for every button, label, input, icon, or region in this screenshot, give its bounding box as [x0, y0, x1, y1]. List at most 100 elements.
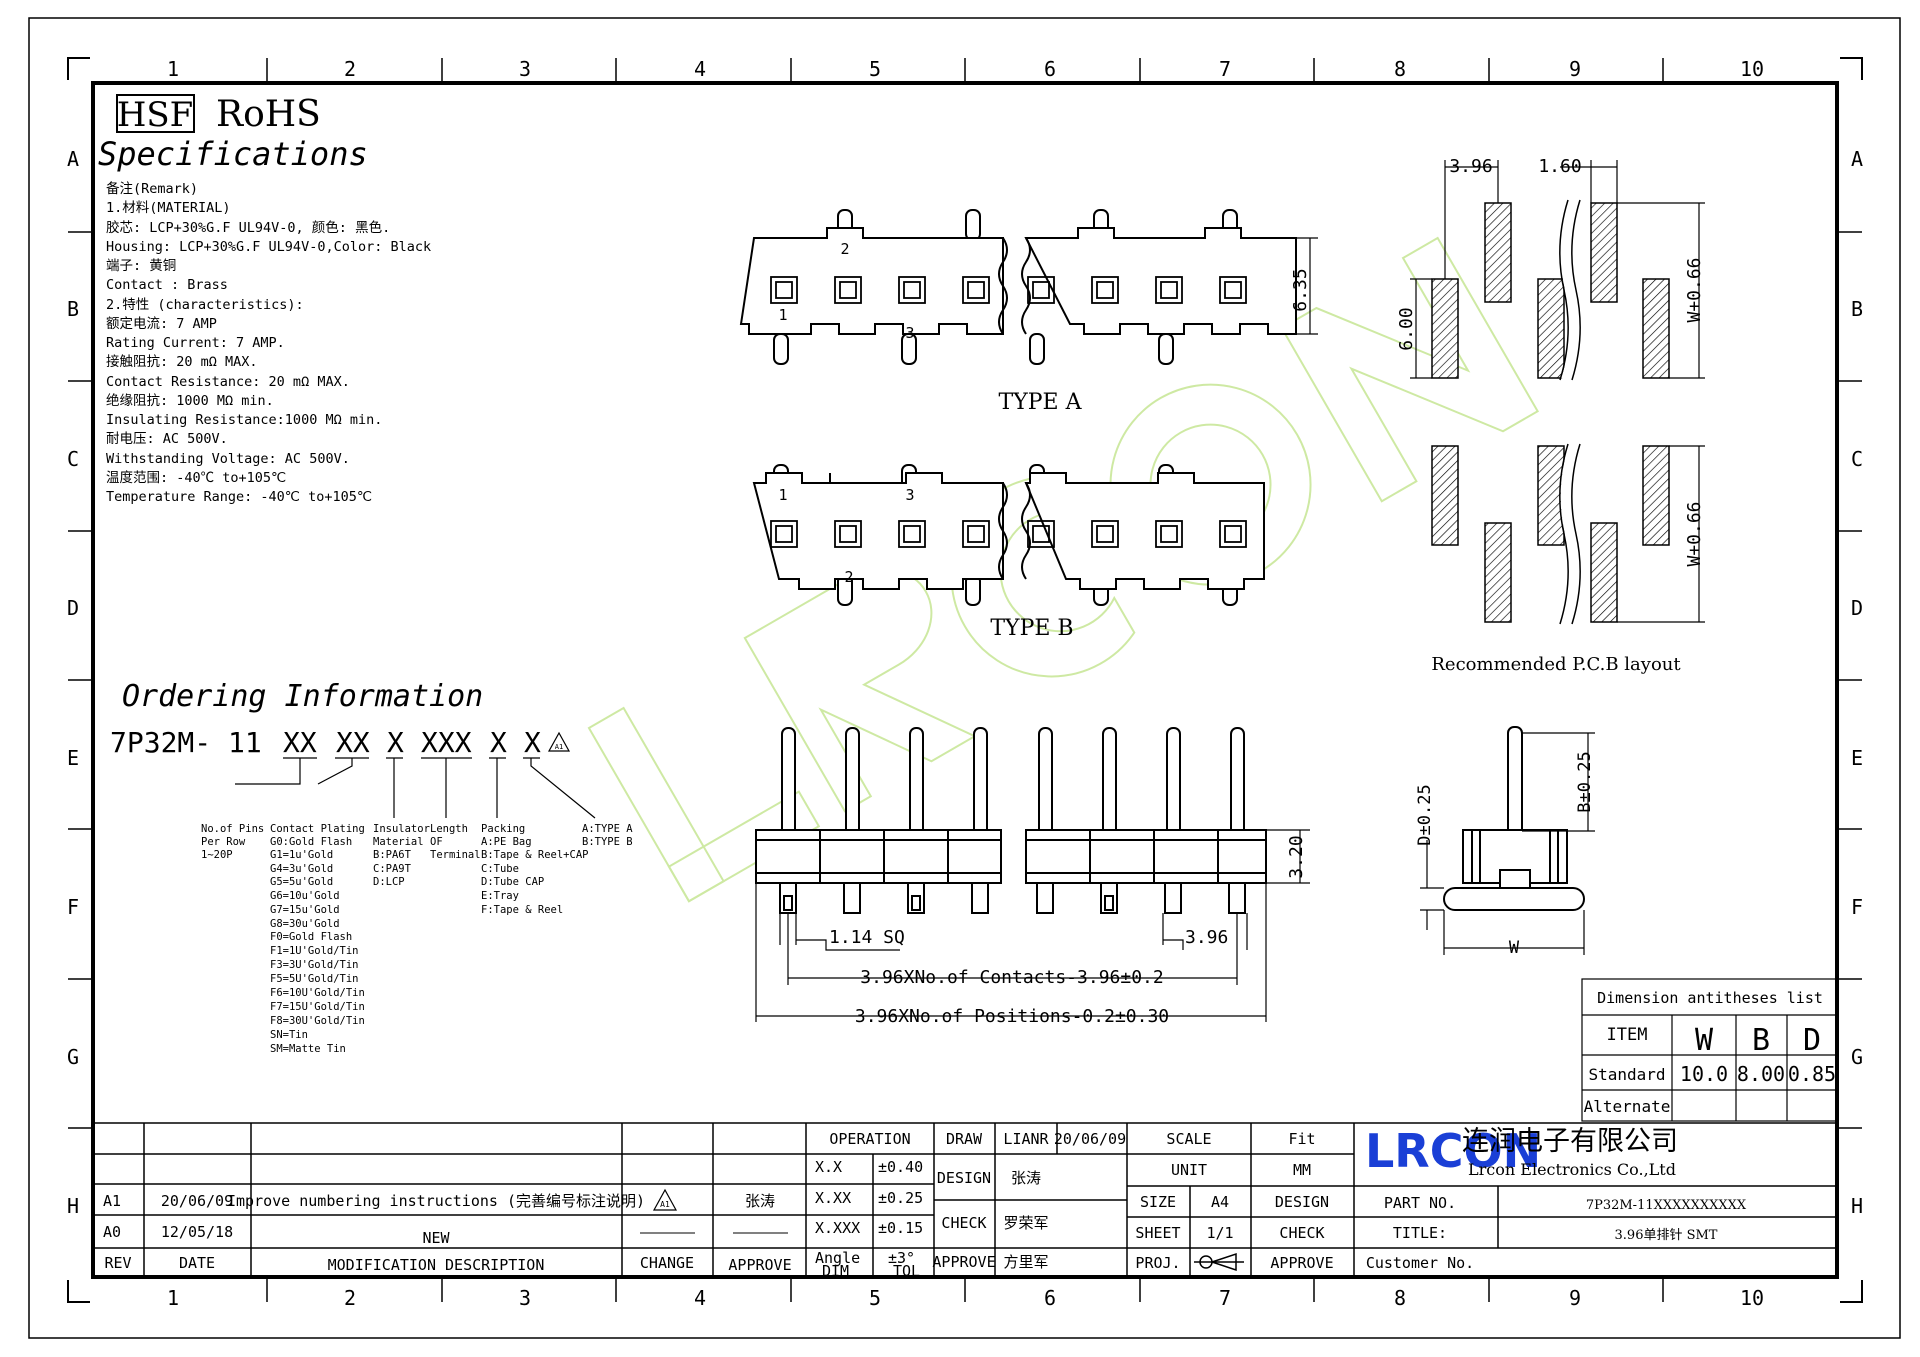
dim-contacts-formula: 3.96XNo.of Contacts-3.96±0.2	[860, 967, 1163, 988]
spec-line: 端子: 黄铜	[106, 258, 176, 274]
size-value: A4	[1211, 1193, 1229, 1211]
rohs-mark: RoHS	[216, 94, 321, 135]
svg-text:Material: Material	[373, 836, 424, 848]
company-logo: LRCON	[1365, 1124, 1541, 1178]
spec-title: Specifications	[98, 135, 368, 173]
pin-label: 2	[844, 568, 853, 586]
type-b-view: 1 3 2 TYPE B	[752, 464, 1265, 641]
ordering-legend: No.of Pins Per Row 1~20P Contact Plating…	[201, 823, 633, 1055]
zone-labels: 1 2 3 4 5 6 7 8 9 10 1 2 3 4 5 6 7 8 9 1…	[67, 57, 1863, 1310]
svg-text:A1: A1	[555, 743, 563, 751]
dim-pcb-6-00: 6.00	[1396, 307, 1417, 350]
row-label: G	[1851, 1045, 1863, 1069]
row-label: C	[1851, 447, 1863, 471]
code-part: X	[490, 726, 507, 759]
svg-text:A:TYPE A: A:TYPE A	[582, 823, 633, 835]
rev-header: CHANGE	[640, 1254, 694, 1272]
ordering-title: Ordering Information	[122, 679, 483, 714]
svg-text:SM=Matte Tin: SM=Matte Tin	[270, 1043, 346, 1055]
type-a-view: 2 1 3 6.35 TYPE A	[739, 209, 1318, 415]
spec-line: 备注(Remark)	[106, 180, 198, 197]
svg-text:Terminal: Terminal	[430, 849, 481, 861]
hsf-mark: HSF	[117, 95, 194, 135]
design-label: DESIGN	[1275, 1193, 1329, 1211]
col-label: 3	[519, 57, 531, 81]
draw-date: 20/06/09	[1054, 1130, 1126, 1148]
type-a-label: TYPE A	[999, 390, 1083, 415]
dim-table-title: Dimension antitheses list	[1597, 989, 1823, 1007]
svg-text:B:PA6T: B:PA6T	[373, 849, 412, 861]
spec-line: 绝缘阻抗: 1000 MΩ min.	[106, 393, 274, 409]
rev-header: REV	[104, 1254, 131, 1272]
projection-symbol-icon	[1194, 1252, 1244, 1272]
row-label: D	[1851, 596, 1863, 620]
svg-text:G8=30u'Gold: G8=30u'Gold	[270, 918, 340, 930]
tol-cell: ±0.15	[878, 1219, 923, 1237]
svg-text:F8=30U'Gold/Tin: F8=30U'Gold/Tin	[270, 1015, 365, 1027]
row-label: A	[1851, 147, 1863, 171]
svg-text:F5=5U'Gold/Tin: F5=5U'Gold/Tin	[270, 973, 359, 985]
spec-line: 耐电压: AC 500V.	[106, 431, 228, 447]
dim-table-cell: 0.85	[1788, 1062, 1836, 1086]
scale-label: SCALE	[1166, 1130, 1211, 1148]
outer-frame	[28, 17, 1901, 1339]
spec-line: Insulating Resistance:1000 MΩ min.	[106, 412, 382, 428]
rev-cell: 20/06/09	[161, 1192, 233, 1210]
design-name: 张涛	[1011, 1169, 1041, 1187]
rev-cell: NEW	[422, 1229, 450, 1247]
approve-label: APPROVE	[1270, 1254, 1333, 1272]
col-label: 9	[1569, 57, 1581, 81]
svg-text:G7=15u'Gold: G7=15u'Gold	[270, 904, 340, 916]
zone-ticks	[68, 58, 1862, 1302]
dim-1-14-sq: 1.14 SQ	[829, 927, 905, 948]
company-block: LRCON 连润电子有限公司 Lrcon Electronics Co.,Ltd…	[1365, 1124, 1747, 1272]
code-part: XX	[283, 726, 317, 759]
svg-text:Length: Length	[430, 823, 468, 835]
spec-line: Rating Current: 7 AMP.	[106, 335, 285, 351]
svg-text:Packing: Packing	[481, 823, 525, 835]
col-label: 7	[1219, 1286, 1231, 1310]
dim-3-96-pitch: 3.96	[1185, 927, 1228, 948]
dim-3-20: 3.20	[1286, 835, 1307, 878]
pcb-caption: Recommended P.C.B layout	[1431, 654, 1681, 675]
tol-cell: X.XXX	[815, 1219, 860, 1237]
tol-cell: X.XX	[815, 1189, 851, 1207]
code-part: X	[387, 726, 404, 759]
tol-footer: DIM	[822, 1262, 849, 1280]
col-label: 6	[1044, 57, 1056, 81]
svg-text:OF: OF	[430, 836, 443, 848]
approve-label: APPROVE	[932, 1253, 995, 1271]
svg-text:No.of Pins: No.of Pins	[201, 823, 264, 835]
svg-text:G0:Gold Flash: G0:Gold Flash	[270, 836, 352, 848]
svg-text:F3=3U'Gold/Tin: F3=3U'Gold/Tin	[270, 959, 359, 971]
svg-text:C:PA9T: C:PA9T	[373, 863, 412, 875]
col-label: 8	[1394, 1286, 1406, 1310]
code-prefix: 7P32M- 11	[110, 726, 262, 759]
col-label: 10	[1740, 1286, 1764, 1310]
row-label: A	[67, 147, 79, 171]
row-label: C	[67, 447, 79, 471]
rev-header: DATE	[179, 1254, 215, 1272]
tol-cell: ±0.25	[878, 1189, 923, 1207]
svg-text:G1=1u'Gold: G1=1u'Gold	[270, 849, 333, 861]
rev-cell: A1	[103, 1192, 121, 1210]
col-label: 2	[344, 57, 356, 81]
col-label: 1	[167, 57, 179, 81]
row-label: E	[67, 746, 79, 770]
tolerance-table: OPERATION X.X ±0.40 X.XX ±0.25 X.XXX ±0.…	[815, 1130, 923, 1280]
svg-text:Contact Plating: Contact Plating	[270, 823, 365, 835]
hsf-box	[116, 94, 195, 133]
spec-line: 1.材料(MATERIAL)	[106, 200, 231, 216]
col-label: 9	[1569, 1286, 1581, 1310]
svg-text:Insulator: Insulator	[373, 823, 430, 835]
dim-table-header: ITEM	[1607, 1025, 1648, 1045]
dim-b-025: B±0.25	[1575, 751, 1595, 812]
col-label: 7	[1219, 57, 1231, 81]
col-label: 5	[869, 1286, 881, 1310]
svg-text:D:Tube CAP: D:Tube CAP	[481, 876, 544, 888]
code-part: XX	[336, 726, 370, 759]
company-name-en: Lrcon Electronics Co.,Ltd	[1468, 1160, 1676, 1179]
dimension-table: Dimension antitheses list ITEM W B D Sta…	[1581, 978, 1838, 1122]
row-label: F	[1851, 895, 1863, 919]
scale-value: Fit	[1288, 1130, 1315, 1148]
